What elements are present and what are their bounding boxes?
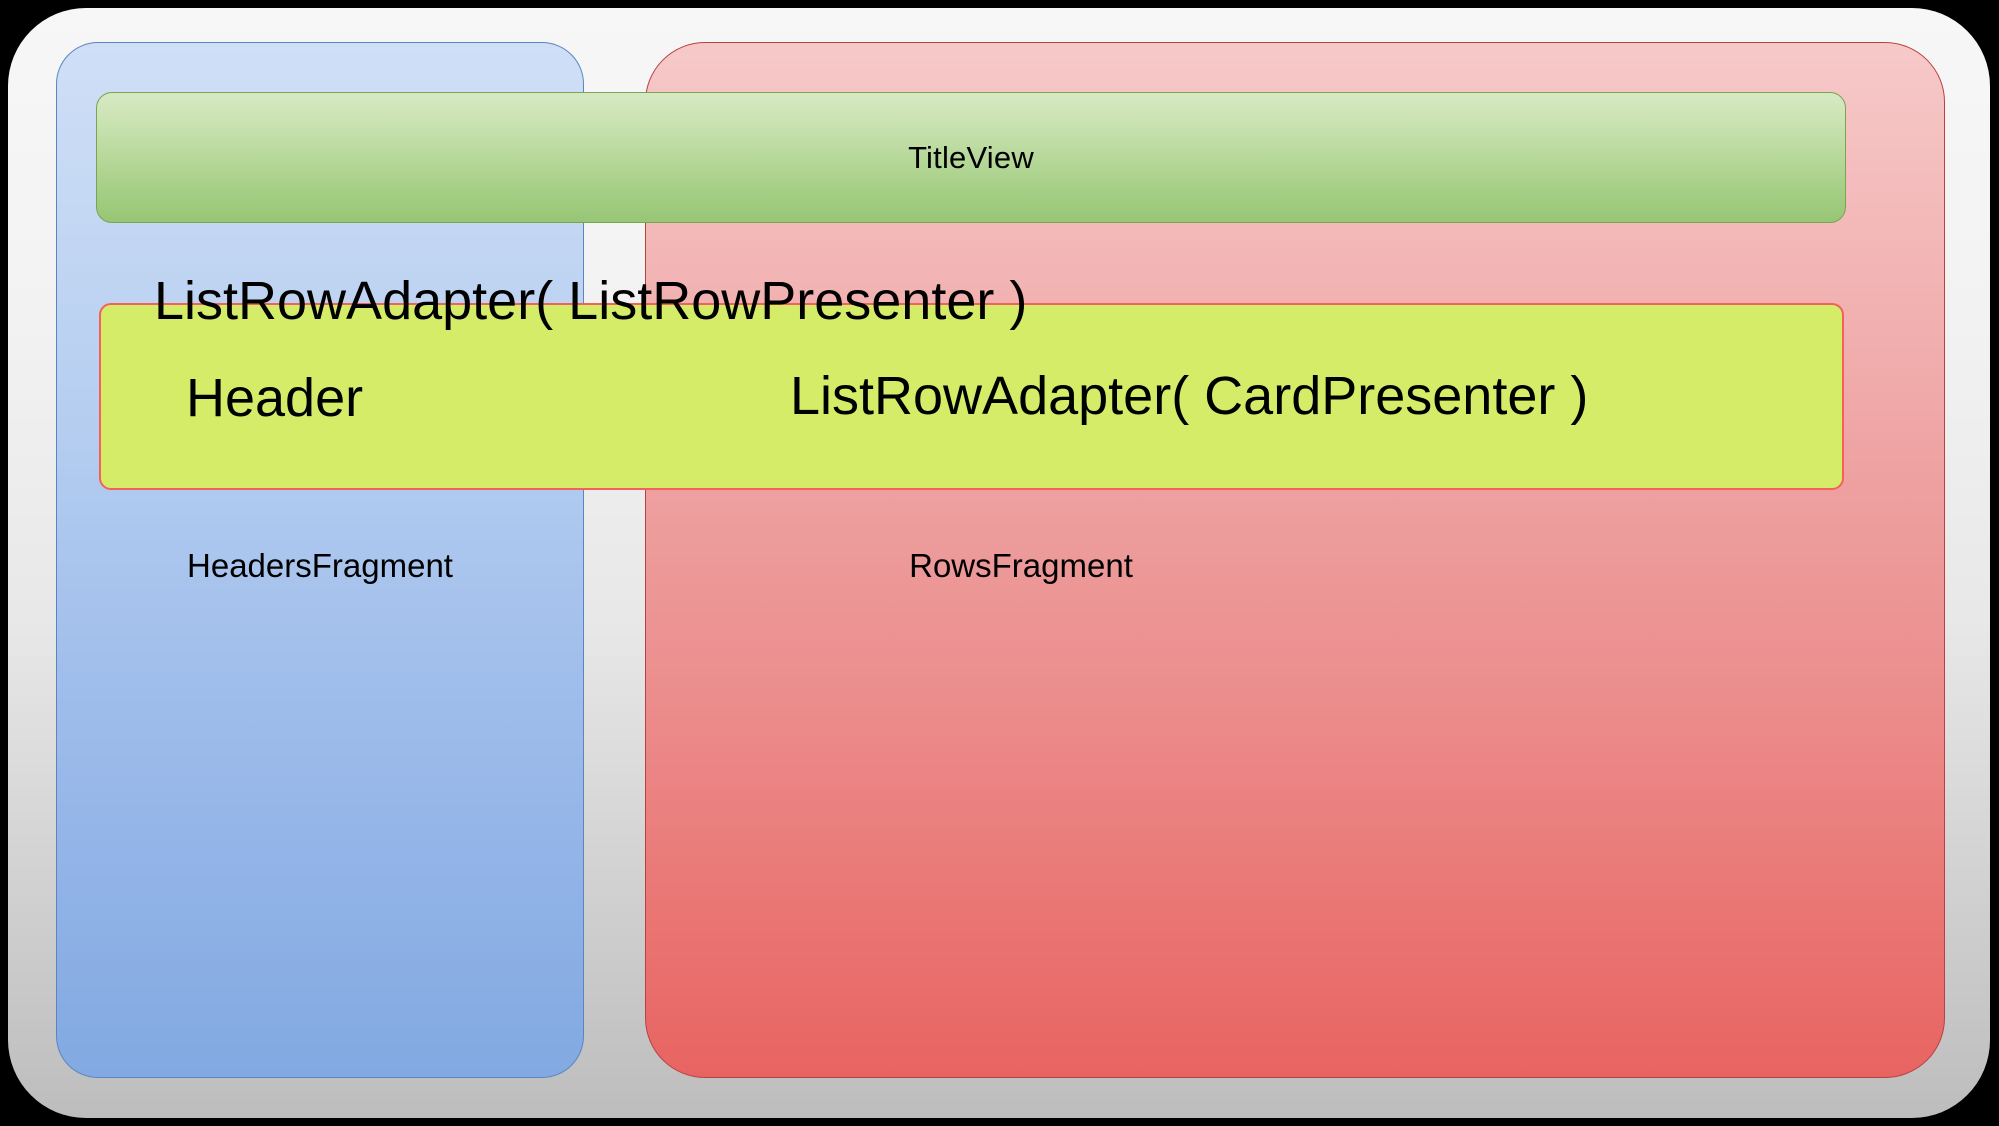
list-row-adapter-listrowpresenter-label: ListRowAdapter( ListRowPresenter )	[154, 271, 1028, 331]
header-label: Header	[186, 368, 364, 428]
list-row-adapter-cardpresenter-label: ListRowAdapter( CardPresenter )	[790, 366, 1589, 426]
title-view-box[interactable]: TitleView	[96, 92, 1846, 223]
title-view-label: TitleView	[908, 139, 1034, 175]
outer-screen-container: TitleView ListRowAdapter( ListRowPresent…	[8, 8, 1990, 1118]
rows-fragment-label: RowsFragment	[909, 547, 1133, 584]
list-row-box[interactable]	[99, 303, 1844, 490]
headers-fragment-label: HeadersFragment	[187, 547, 453, 584]
